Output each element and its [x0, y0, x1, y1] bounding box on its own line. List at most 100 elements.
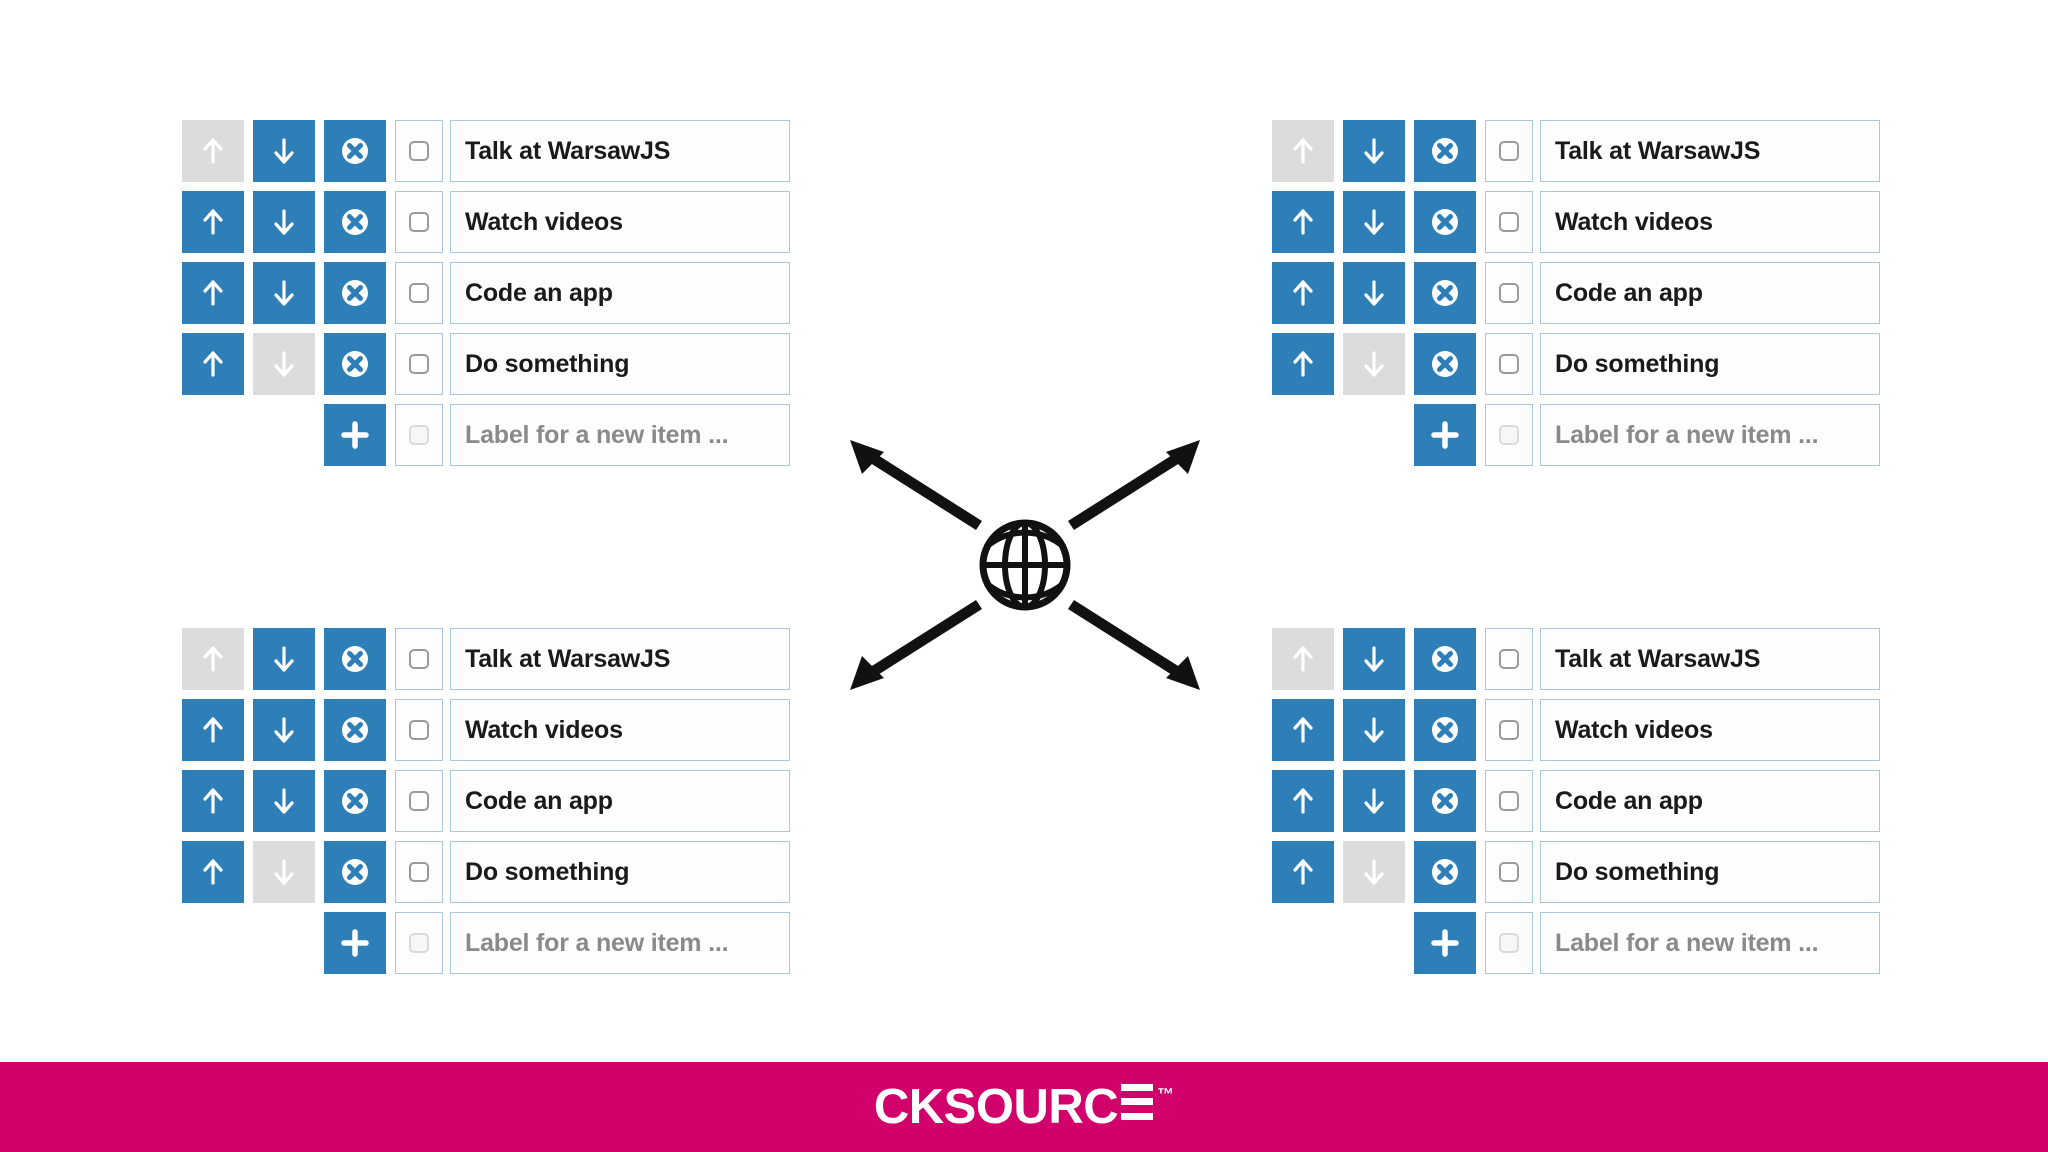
item-label-input[interactable]: Code an app: [450, 262, 790, 324]
item-label-input[interactable]: Watch videos: [450, 699, 790, 761]
move-down-button[interactable]: [253, 191, 315, 253]
checkbox-icon[interactable]: [409, 141, 429, 161]
delete-item-button[interactable]: [324, 770, 386, 832]
done-checkbox-cell[interactable]: [395, 841, 443, 903]
done-checkbox-cell[interactable]: [1485, 841, 1533, 903]
move-up-button[interactable]: [1272, 699, 1334, 761]
delete-item-button[interactable]: [1414, 120, 1476, 182]
delete-item-button[interactable]: [324, 628, 386, 690]
move-down-button[interactable]: [253, 120, 315, 182]
delete-item-button[interactable]: [1414, 628, 1476, 690]
move-up-button[interactable]: [182, 770, 244, 832]
done-checkbox-cell[interactable]: [1485, 262, 1533, 324]
move-up-button[interactable]: [1272, 841, 1334, 903]
checkbox-icon[interactable]: [409, 649, 429, 669]
delete-item-button[interactable]: [1414, 841, 1476, 903]
item-label-input[interactable]: Do something: [450, 333, 790, 395]
move-up-button[interactable]: [182, 191, 244, 253]
item-label-input[interactable]: Do something: [1540, 841, 1880, 903]
checkbox-icon[interactable]: [1499, 791, 1519, 811]
move-up-button[interactable]: [1272, 191, 1334, 253]
item-label-input[interactable]: Code an app: [1540, 262, 1880, 324]
done-checkbox-cell[interactable]: [1485, 628, 1533, 690]
item-label-input[interactable]: Watch videos: [1540, 699, 1880, 761]
move-up-button[interactable]: [182, 699, 244, 761]
move-down-button[interactable]: [1343, 262, 1405, 324]
move-down-button[interactable]: [253, 628, 315, 690]
delete-item-button[interactable]: [324, 699, 386, 761]
move-down-button[interactable]: [1343, 120, 1405, 182]
add-item-button[interactable]: [1414, 404, 1476, 466]
done-checkbox-cell[interactable]: [1485, 191, 1533, 253]
add-item-button[interactable]: [324, 912, 386, 974]
new-item-input[interactable]: Label for a new item ...: [1540, 404, 1880, 466]
todo-row: Do something: [182, 333, 790, 395]
done-checkbox-cell[interactable]: [1485, 120, 1533, 182]
move-up-button[interactable]: [1272, 770, 1334, 832]
item-label-input[interactable]: Talk at WarsawJS: [450, 120, 790, 182]
done-checkbox-cell[interactable]: [395, 770, 443, 832]
done-checkbox-cell[interactable]: [395, 120, 443, 182]
move-down-button[interactable]: [1343, 699, 1405, 761]
checkbox-icon[interactable]: [1499, 862, 1519, 882]
move-down-button[interactable]: [253, 262, 315, 324]
move-up-button[interactable]: [182, 333, 244, 395]
move-down-button[interactable]: [253, 699, 315, 761]
move-up-button[interactable]: [1272, 262, 1334, 324]
move-up-button[interactable]: [1272, 333, 1334, 395]
delete-item-button[interactable]: [1414, 699, 1476, 761]
checkbox-icon[interactable]: [409, 354, 429, 374]
move-down-button[interactable]: [1343, 770, 1405, 832]
checkbox-icon[interactable]: [409, 791, 429, 811]
checkbox-icon[interactable]: [409, 283, 429, 303]
item-label-input[interactable]: Watch videos: [1540, 191, 1880, 253]
checkbox-icon[interactable]: [1499, 283, 1519, 303]
done-checkbox-cell[interactable]: [395, 191, 443, 253]
done-checkbox-cell[interactable]: [1485, 770, 1533, 832]
add-item-button[interactable]: [324, 404, 386, 466]
delete-item-button[interactable]: [1414, 333, 1476, 395]
move-down-button: [1343, 841, 1405, 903]
delete-item-button[interactable]: [1414, 770, 1476, 832]
done-checkbox-cell[interactable]: [395, 262, 443, 324]
delete-item-button[interactable]: [1414, 191, 1476, 253]
move-down-button[interactable]: [1343, 628, 1405, 690]
delete-item-button[interactable]: [324, 120, 386, 182]
new-item-input[interactable]: Label for a new item ...: [450, 404, 790, 466]
item-label-input[interactable]: Watch videos: [450, 191, 790, 253]
move-down-button[interactable]: [253, 770, 315, 832]
done-checkbox-cell[interactable]: [1485, 699, 1533, 761]
checkbox-icon[interactable]: [409, 212, 429, 232]
checkbox-icon[interactable]: [1499, 354, 1519, 374]
checkbox-icon[interactable]: [1499, 212, 1519, 232]
item-label-input[interactable]: Talk at WarsawJS: [1540, 120, 1880, 182]
delete-item-button[interactable]: [1414, 262, 1476, 324]
checkbox-icon[interactable]: [409, 862, 429, 882]
delete-item-button[interactable]: [324, 262, 386, 324]
move-up-button[interactable]: [182, 262, 244, 324]
add-item-button[interactable]: [1414, 912, 1476, 974]
item-label-input[interactable]: Talk at WarsawJS: [1540, 628, 1880, 690]
done-checkbox-cell[interactable]: [1485, 333, 1533, 395]
checkbox-icon[interactable]: [1499, 141, 1519, 161]
item-label-input[interactable]: Code an app: [1540, 770, 1880, 832]
delete-item-button[interactable]: [324, 333, 386, 395]
checkbox-icon[interactable]: [1499, 649, 1519, 669]
new-item-input[interactable]: Label for a new item ...: [450, 912, 790, 974]
arrow-down-icon: [268, 856, 300, 888]
checkbox-icon[interactable]: [1499, 720, 1519, 740]
item-label-input[interactable]: Do something: [450, 841, 790, 903]
done-checkbox-cell[interactable]: [395, 628, 443, 690]
move-down-button[interactable]: [1343, 191, 1405, 253]
delete-item-button[interactable]: [324, 191, 386, 253]
delete-item-button[interactable]: [324, 841, 386, 903]
done-checkbox-cell[interactable]: [395, 333, 443, 395]
done-checkbox-cell[interactable]: [395, 699, 443, 761]
item-label-input[interactable]: Talk at WarsawJS: [450, 628, 790, 690]
item-label-input[interactable]: Do something: [1540, 333, 1880, 395]
item-label-input[interactable]: Code an app: [450, 770, 790, 832]
checkbox-icon[interactable]: [409, 720, 429, 740]
move-up-button[interactable]: [182, 841, 244, 903]
new-item-input[interactable]: Label for a new item ...: [1540, 912, 1880, 974]
